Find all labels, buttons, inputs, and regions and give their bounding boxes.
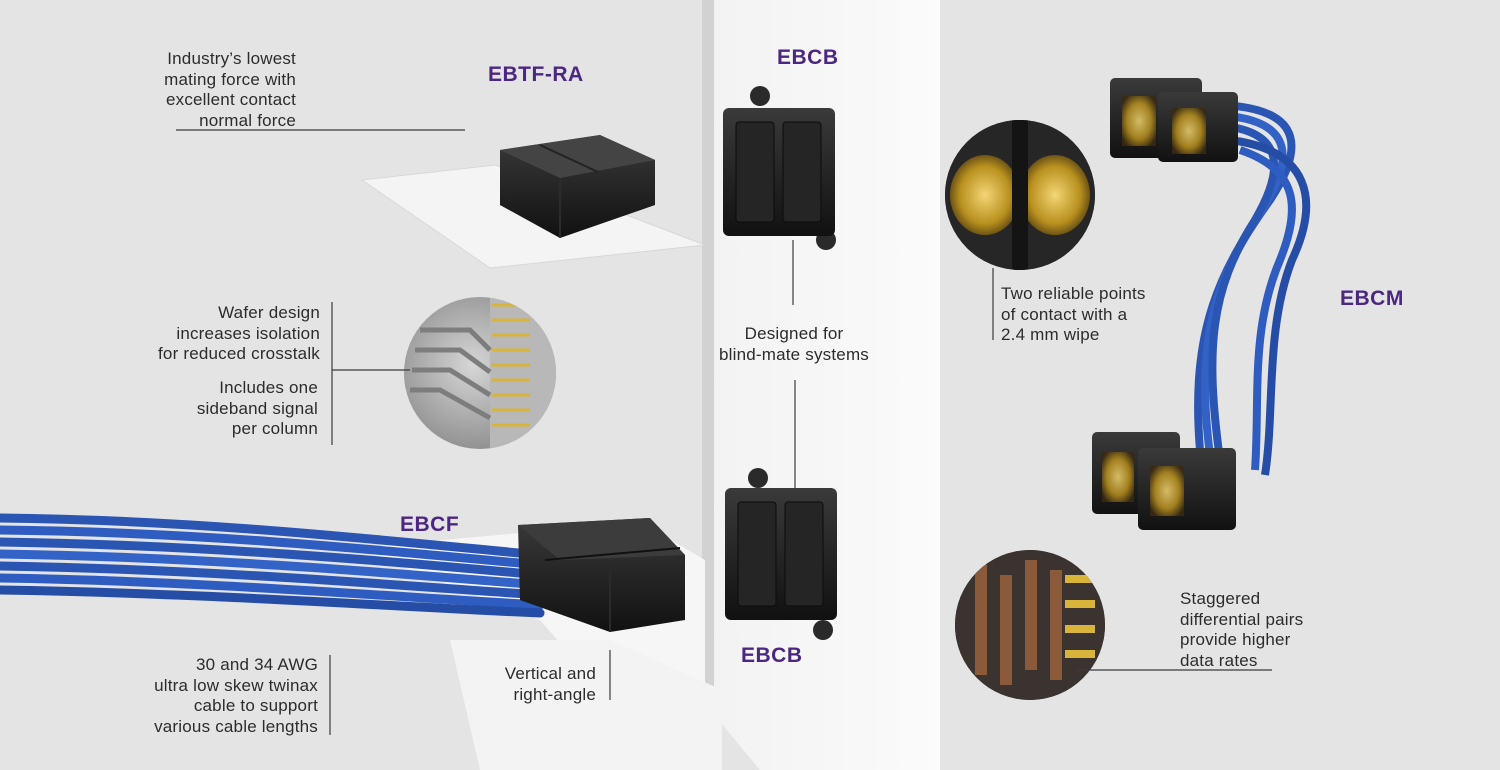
ebtf-ra-connector [500,135,655,238]
ebcb-top-connector [723,86,836,250]
callout-line: Wafer design [218,303,320,322]
callout-line: Staggered [1180,589,1261,608]
wafer-design-callout: Wafer design increases isolation for red… [100,303,320,365]
ebtf-ra-label: EBTF-RA [488,63,584,86]
callout-line: of contact with a [1001,304,1128,324]
contact-points-callout: Two reliable points of contact with a 2.… [1001,284,1191,346]
blind-mate-callout: Designed for blind-mate systems [708,324,880,365]
ebcm-cable [1189,100,1311,476]
sideband-callout: Includes one sideband signal per column [120,378,318,440]
callout-line: per column [231,419,318,438]
callout-line: mating force with [164,69,296,89]
ebcf-label: EBCF [400,513,460,536]
stagger-detail-bubble [955,550,1105,700]
callout-line: normal force [199,110,296,130]
callout-line: Two reliable points [1001,284,1146,303]
callout-line: differential pairs [1180,609,1304,629]
callout-line: data rates [1180,650,1258,670]
ebcf-connector [518,518,685,632]
callout-line: Includes one [219,378,318,397]
ebcm-connector-bottom [1092,432,1236,530]
callout-line: right-angle [513,684,596,704]
ebcf-twinax-cable [0,513,545,618]
wafer-detail-bubble [404,297,556,449]
callout-line: 30 and 34 AWG [196,655,318,674]
staggered-callout: Staggered differential pairs provide hig… [1180,589,1350,671]
callout-line: for reduced crosstalk [158,344,320,363]
ebcm-label: EBCM [1340,287,1404,310]
leader-lines [176,129,1272,735]
callout-line: excellent contact [165,90,296,109]
callout-line: increases isolation [176,323,320,343]
callout-line: provide higher [1180,630,1291,649]
callout-line: ultra low skew twinax [154,675,318,695]
callout-line: Vertical and [504,664,596,683]
callout-line: sideband signal [196,398,318,418]
callout-line: 2.4 mm wipe [1001,325,1100,344]
ebcf-board-lower [450,640,722,770]
callout-line: blind-mate systems [718,344,870,364]
cable-callout: 30 and 34 AWG ultra low skew twinax cabl… [96,655,318,737]
ebcb-bottom-label: EBCB [741,644,803,667]
vertical-callout: Vertical and right-angle [470,664,596,705]
callout-line: cable to support [193,696,318,715]
callout-line: Designed for [744,324,844,343]
mating-force-callout: Industry’s lowest mating force with exce… [96,49,296,131]
ebcb-top-label: EBCB [777,46,839,69]
panel-edge-shadow [702,0,714,700]
ebcb-bottom-connector [725,468,837,640]
callout-line: Industry’s lowest [167,49,296,68]
ebcm-connector-top [1110,78,1238,162]
contact-detail-bubble [945,120,1095,270]
callout-line: various cable lengths [154,716,318,736]
